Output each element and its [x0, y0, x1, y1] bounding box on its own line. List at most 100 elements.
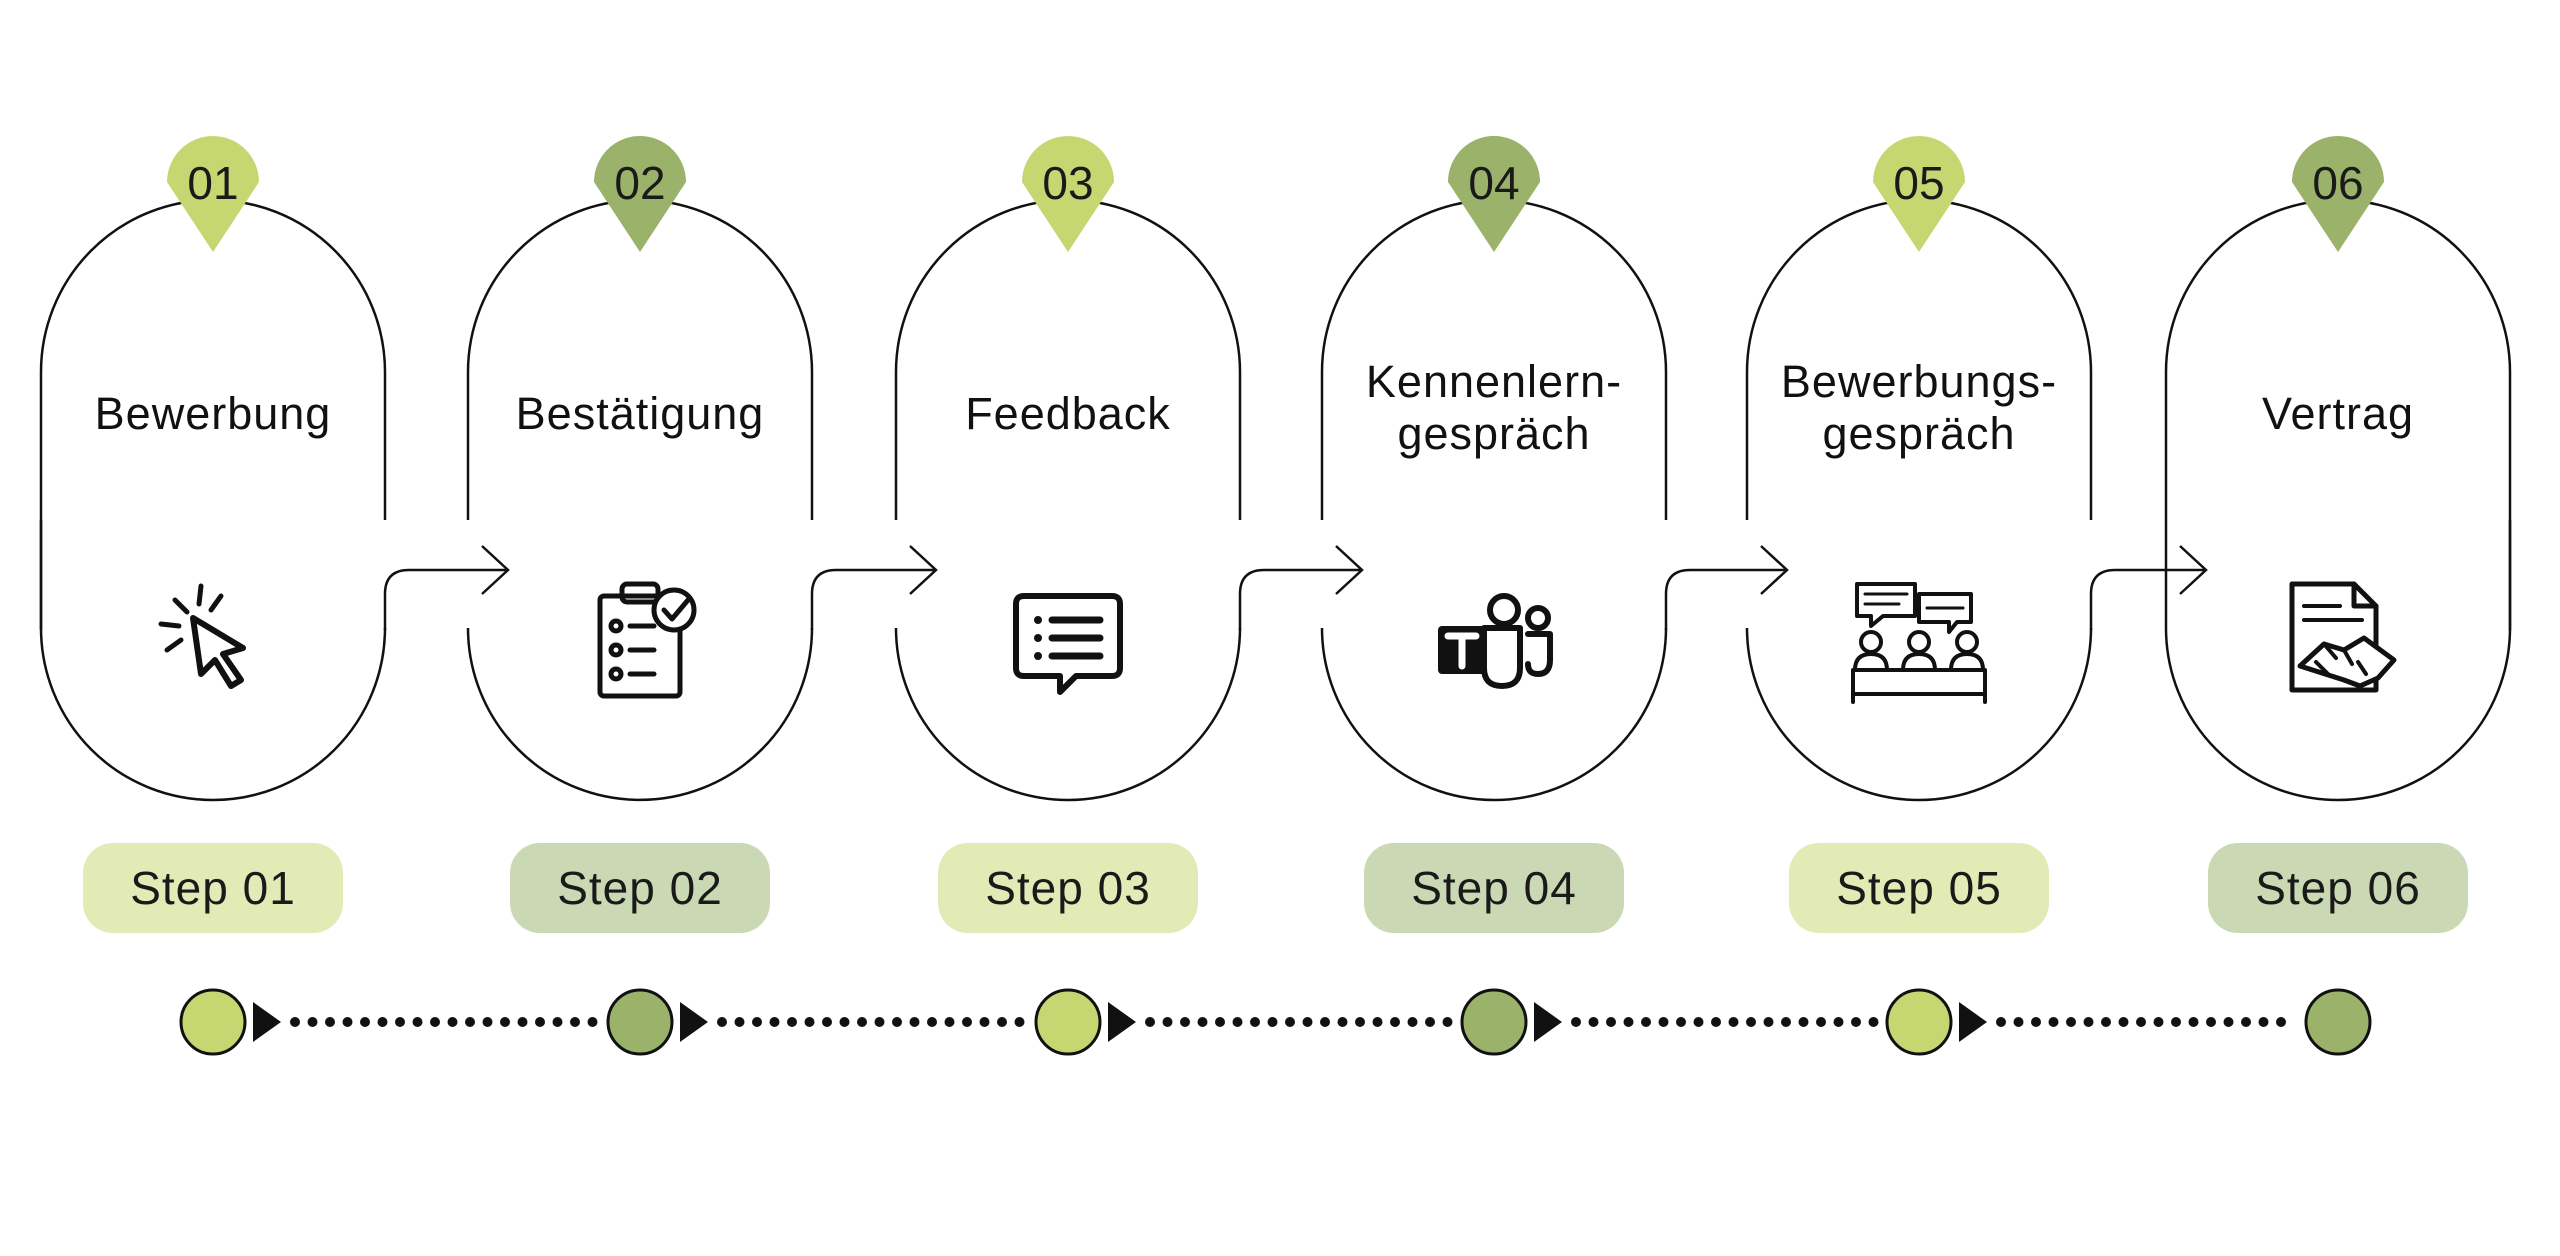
timeline-dot: [1355, 1017, 1365, 1027]
timeline-dot: [2153, 1017, 2164, 1027]
number-badge-06: [2292, 136, 2384, 252]
timeline-dot: [874, 1017, 885, 1027]
step-pill-06: Step 06: [2208, 843, 2468, 933]
timeline-arrowhead: [1534, 1002, 1562, 1042]
timeline-arrowhead: [253, 1002, 281, 1042]
timeline-dot: [2048, 1017, 2059, 1027]
timeline-dot: [2276, 1017, 2286, 1027]
timeline: [179, 988, 2372, 1056]
timeline-arrowhead: [680, 1002, 708, 1042]
connector-arrow: [1664, 545, 1789, 630]
timeline-dot: [1390, 1017, 1400, 1027]
timeline-dot: [1215, 1017, 1225, 1027]
timeline-dot: [752, 1017, 762, 1027]
connector-arrow: [383, 545, 510, 630]
timeline-node-01: [179, 988, 247, 1056]
timeline-dot: [1763, 1017, 1774, 1027]
step-title-03: Feedback: [965, 388, 1171, 439]
timeline-dot: [377, 1017, 388, 1027]
timeline-dot: [1442, 1017, 1453, 1027]
timeline-dot: [1425, 1017, 1435, 1027]
step-number-03: 03: [1042, 157, 1094, 209]
step-title-02: Bestätigung: [515, 388, 765, 439]
timeline-dot: [2206, 1017, 2216, 1027]
timeline-dot: [787, 1017, 797, 1027]
timeline-dot: [500, 1017, 510, 1027]
chat-list-icon: [1013, 593, 1123, 695]
step-number-02: 02: [614, 157, 666, 209]
timeline-dot: [2136, 1017, 2146, 1027]
timeline-arrowhead: [1959, 1002, 1987, 1042]
number-badge-03: [1022, 136, 1114, 252]
timeline-dot: [447, 1017, 458, 1027]
timeline-dot: [1372, 1017, 1383, 1027]
timeline-dot: [2101, 1017, 2111, 1027]
step-pill-04: Step 04: [1364, 843, 1624, 933]
timeline-dot: [1623, 1017, 1634, 1027]
timeline-dot: [1833, 1017, 1844, 1027]
timeline-dot: [552, 1017, 563, 1027]
timeline-dot: [430, 1017, 440, 1027]
timeline-dot: [1232, 1017, 1243, 1027]
timeline-dot: [325, 1017, 335, 1027]
step-number-01: 01: [187, 157, 239, 209]
timeline-dot: [1197, 1017, 1208, 1027]
timeline-dot: [1798, 1017, 1809, 1027]
timeline-dot: [1728, 1017, 1739, 1027]
timeline-dot: [1302, 1017, 1313, 1027]
timeline-dot: [1162, 1017, 1173, 1027]
step-number-06: 06: [2312, 157, 2364, 209]
step-pill-05: Step 05: [1789, 843, 2049, 933]
step-pill-03: Step 03: [938, 843, 1198, 933]
timeline-dot: [535, 1017, 545, 1027]
timeline-node-03: [1034, 988, 1102, 1056]
connector-arrow: [2089, 545, 2208, 630]
timeline-dot: [1407, 1017, 1418, 1027]
number-badge-02: [594, 136, 686, 252]
timeline-dot: [1180, 1017, 1190, 1027]
timeline-dot: [290, 1017, 300, 1027]
timeline-dot: [1571, 1017, 1581, 1027]
timeline-dot: [307, 1017, 318, 1027]
timeline-dot: [1606, 1017, 1616, 1027]
timeline-node-04: [1460, 988, 1528, 1056]
timeline-dot: [1851, 1017, 1861, 1027]
connector-arrow: [810, 545, 938, 630]
timeline-dot: [482, 1017, 493, 1027]
timeline-dot: [1816, 1017, 1826, 1027]
contract-handshake-icon: [2289, 581, 2397, 693]
timeline-dot: [1337, 1017, 1348, 1027]
timeline-dot: [1250, 1017, 1260, 1027]
timeline-dot: [1267, 1017, 1278, 1027]
timeline-dot: [1641, 1017, 1651, 1027]
step-title-06: Vertrag: [2261, 388, 2415, 439]
step-title-04: Kennenlern- gespräch: [1365, 356, 1623, 459]
timeline-dot: [1145, 1017, 1155, 1027]
timeline-dot: [1658, 1017, 1669, 1027]
timeline-dot: [2013, 1017, 2024, 1027]
timeline-dot: [1693, 1017, 1704, 1027]
timeline-node-02: [606, 988, 674, 1056]
number-badge-05: [1873, 136, 1965, 252]
timeline-dot: [1868, 1017, 1879, 1027]
step-number-05: 05: [1893, 157, 1945, 209]
timeline-dot: [927, 1017, 937, 1027]
clipboard-check-icon: [597, 581, 697, 699]
timeline-dot: [962, 1017, 972, 1027]
number-badge-04: [1448, 135, 1540, 252]
timeline-dot: [839, 1017, 850, 1027]
number-badge-01: [167, 136, 259, 252]
timeline-dot: [734, 1017, 745, 1027]
timeline-dot: [412, 1017, 423, 1027]
timeline-dot: [360, 1017, 370, 1027]
timeline-dot: [804, 1017, 815, 1027]
timeline-dot: [857, 1017, 867, 1027]
timeline-dot: [465, 1017, 475, 1027]
step-pill-01: Step 01: [83, 843, 343, 933]
timeline-dot: [717, 1017, 727, 1027]
timeline-dot: [1285, 1017, 1295, 1027]
timeline-dot: [944, 1017, 955, 1027]
timeline-dot: [979, 1017, 990, 1027]
timeline-dot: [1320, 1017, 1330, 1027]
